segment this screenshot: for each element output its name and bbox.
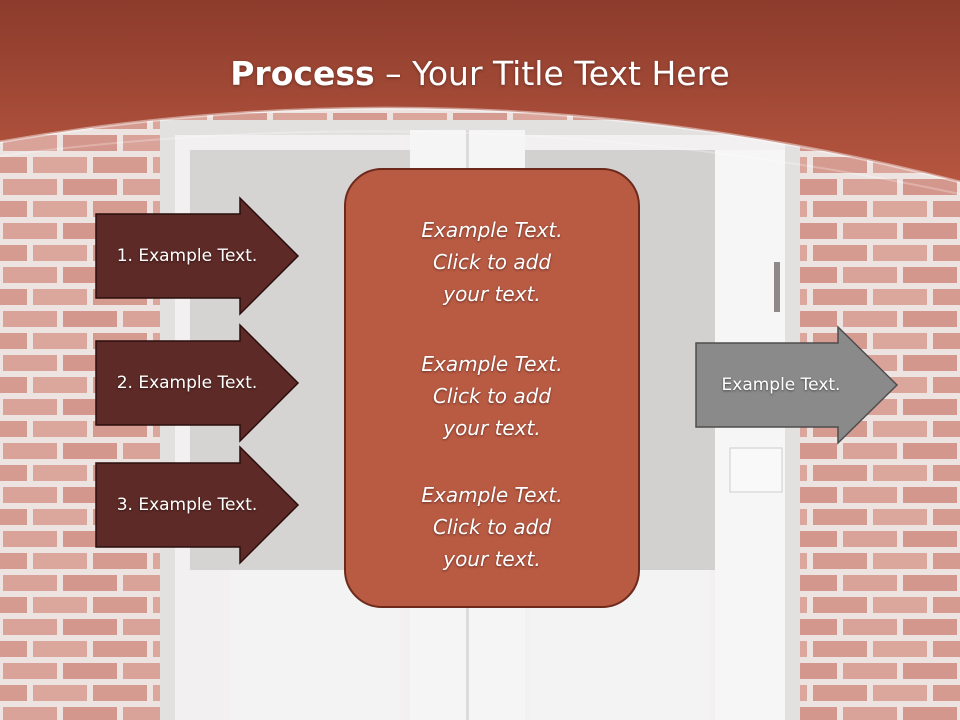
right-arrow-shape: [695, 325, 899, 445]
left-arrow-1-label[interactable]: 1. Example Text.: [116, 246, 258, 266]
left-arrow-2-label[interactable]: 2. Example Text.: [116, 373, 258, 393]
slide-title[interactable]: Process – Your Title Text Here: [0, 54, 960, 93]
center-block-2: Example Text. Click to add your text.: [346, 348, 638, 444]
center-block-2-line-2: Click to add: [432, 384, 552, 408]
center-block-1-line-2: Click to add: [432, 250, 552, 274]
left-arrow-3-label[interactable]: 3. Example Text.: [116, 495, 258, 515]
title-bold: Process: [230, 54, 375, 93]
center-block-3: Example Text. Click to add your text.: [346, 479, 638, 575]
title-rest: – Your Title Text Here: [374, 54, 730, 93]
center-block-1-line-1: Example Text.: [421, 218, 563, 242]
center-block-2-line-3: your text.: [443, 416, 541, 440]
left-arrow-3-shape: [95, 445, 300, 565]
center-block-3-line-1: Example Text.: [421, 483, 563, 507]
center-block-1-line-3: your text.: [443, 282, 541, 306]
right-arrow-label[interactable]: Example Text.: [721, 375, 841, 395]
center-block-2-line-1: Example Text.: [421, 352, 563, 376]
center-text-box[interactable]: Example Text. Click to add your text. Ex…: [344, 168, 640, 608]
center-block-3-line-3: your text.: [443, 547, 541, 571]
center-block-3-line-2: Click to add: [432, 515, 552, 539]
left-arrow-2-shape: [95, 323, 300, 443]
left-arrow-1-shape: [95, 196, 300, 316]
center-block-1: Example Text. Click to add your text.: [346, 214, 638, 310]
